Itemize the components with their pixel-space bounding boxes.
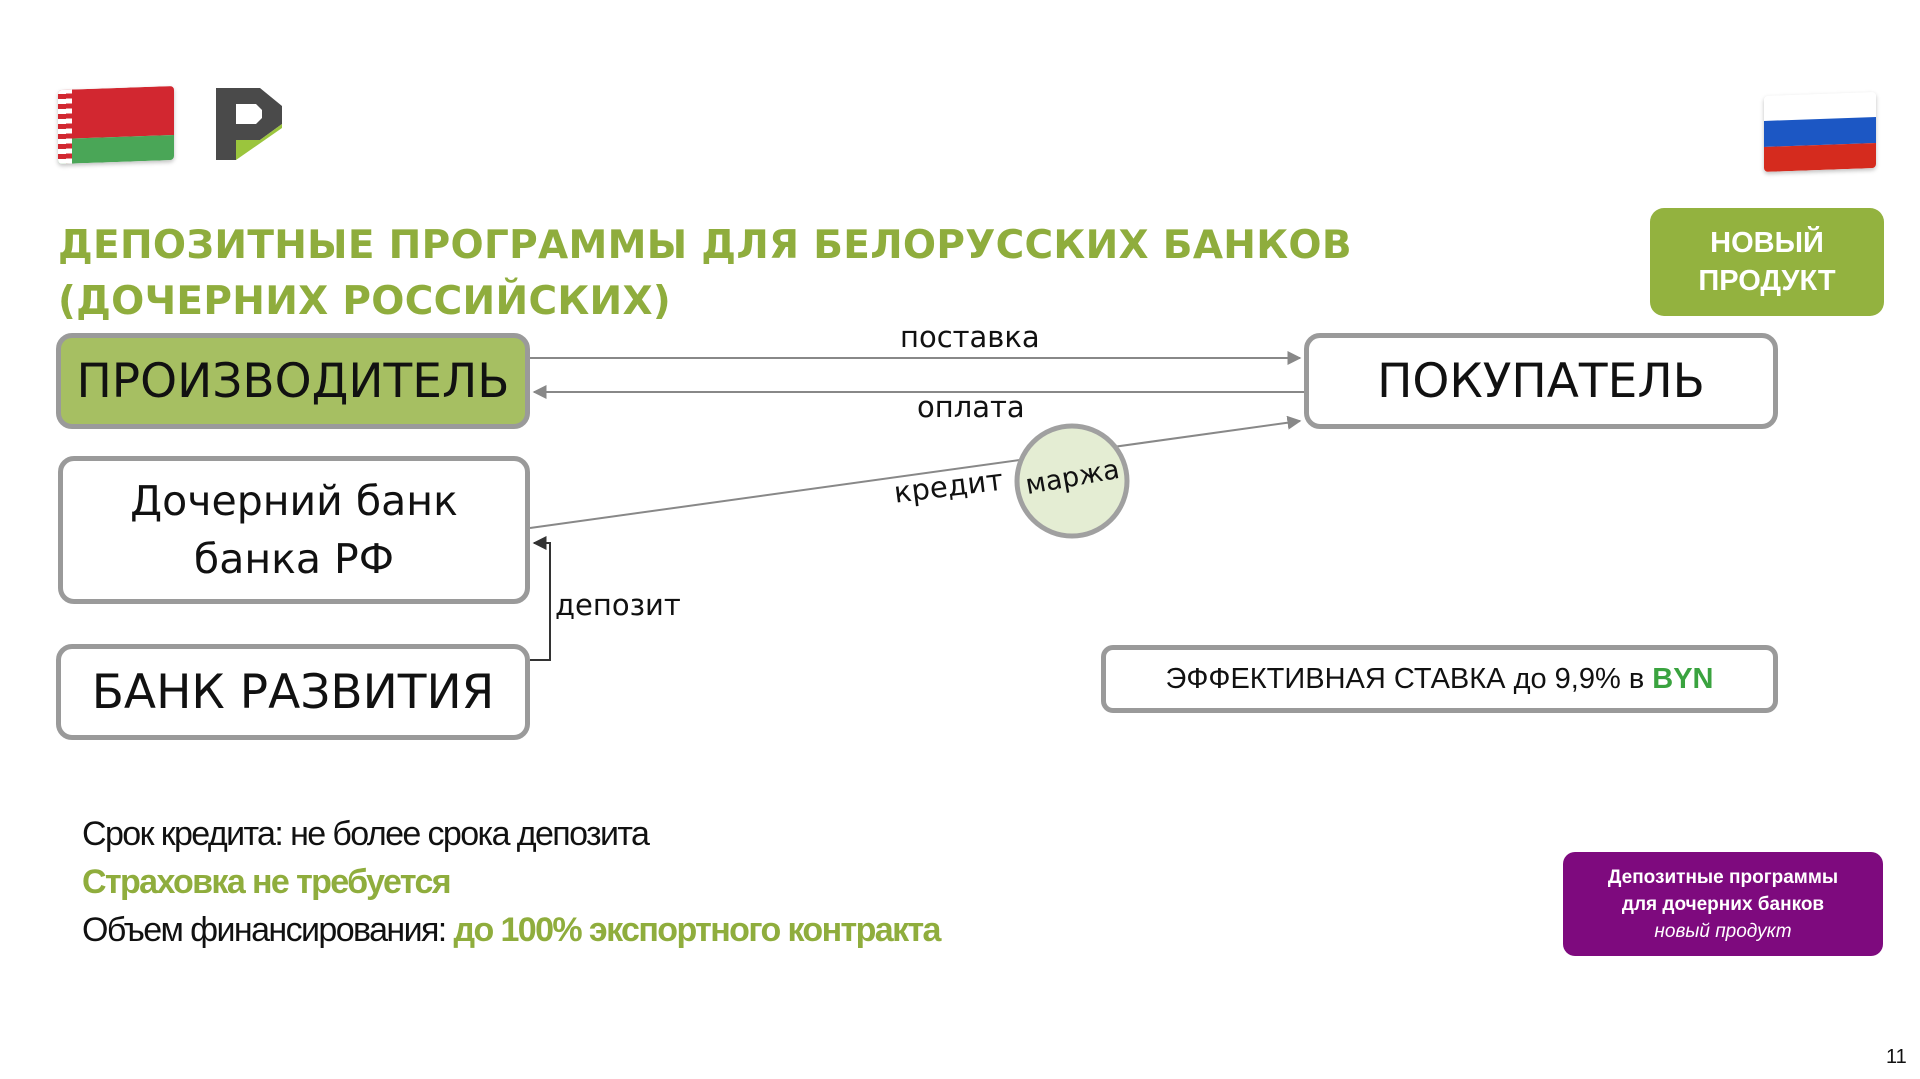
new-badge-line-1: НОВЫЙ [1710, 227, 1824, 259]
slide-title: ДЕПОЗИТНЫЕ ПРОГРАММЫ ДЛЯ БЕЛОРУССКИХ БАН… [58, 218, 1352, 330]
credit-arrow [529, 415, 1302, 529]
title-line-1: ДЕПОЗИТНЫЕ ПРОГРАММЫ ДЛЯ БЕЛОРУССКИХ БАН… [58, 223, 1352, 268]
purple-badge-line-3: новый продукт [1654, 920, 1792, 942]
deposit-programs-badge: Депозитные программы для дочерних банков… [1563, 852, 1883, 956]
deposit-arrow [530, 536, 551, 661]
development-bank-box: БАНК РАЗВИТИЯ [56, 644, 530, 740]
buyer-box: ПОКУПАТЕЛЬ [1304, 333, 1778, 429]
margin-circle [1014, 423, 1130, 539]
note-credit-term: Срок кредита: не более срока депозита [82, 815, 650, 853]
purple-badge-line-2: для дочерних банков [1621, 893, 1825, 915]
page-number: 11 [1886, 1046, 1907, 1068]
conditions-notes: Срок кредита: не более срока депозита Ст… [82, 810, 942, 954]
development-bank-label: БАНК РАЗВИТИЯ [91, 664, 495, 720]
note-financing-volume: Объем финансирования: до 100% экспортног… [82, 906, 942, 954]
producer-box: ПРОИЗВОДИТЕЛЬ [56, 333, 530, 429]
title-line-2: (ДОЧЕРНИХ РОССИЙСКИХ) [58, 279, 671, 324]
subsidiary-bank-line-1: Дочерний банк [130, 477, 458, 525]
producer-label: ПРОИЗВОДИТЕЛЬ [76, 353, 510, 409]
subsidiary-bank-line-2: банка РФ [193, 535, 395, 583]
effective-rate-text: ЭФФЕКТИВНАЯ СТАВКА до 9,9% в [1165, 662, 1645, 695]
effective-rate-box: ЭФФЕКТИВНАЯ СТАВКА до 9,9% в BYN [1101, 645, 1778, 713]
supply-label: поставка [900, 320, 1040, 354]
deposit-label: депозит [555, 588, 681, 622]
note-insurance: Страховка не требуется [82, 863, 452, 901]
subsidiary-bank-box: Дочерний банк банка РФ [58, 456, 530, 604]
payment-label: оплата [917, 390, 1025, 424]
effective-rate-currency: BYN [1652, 662, 1714, 695]
buyer-label: ПОКУПАТЕЛЬ [1377, 353, 1705, 409]
purple-badge-line-1: Депозитные программы [1607, 866, 1839, 888]
note-financing-highlight: до 100% экспортного контракта [453, 911, 942, 949]
new-badge-line-2: ПРОДУКТ [1698, 265, 1836, 297]
company-logo-icon [216, 88, 282, 160]
note-financing-prefix: Объем финансирования: [82, 911, 447, 949]
new-product-badge: НОВЫЙ ПРОДУКТ [1650, 208, 1884, 316]
